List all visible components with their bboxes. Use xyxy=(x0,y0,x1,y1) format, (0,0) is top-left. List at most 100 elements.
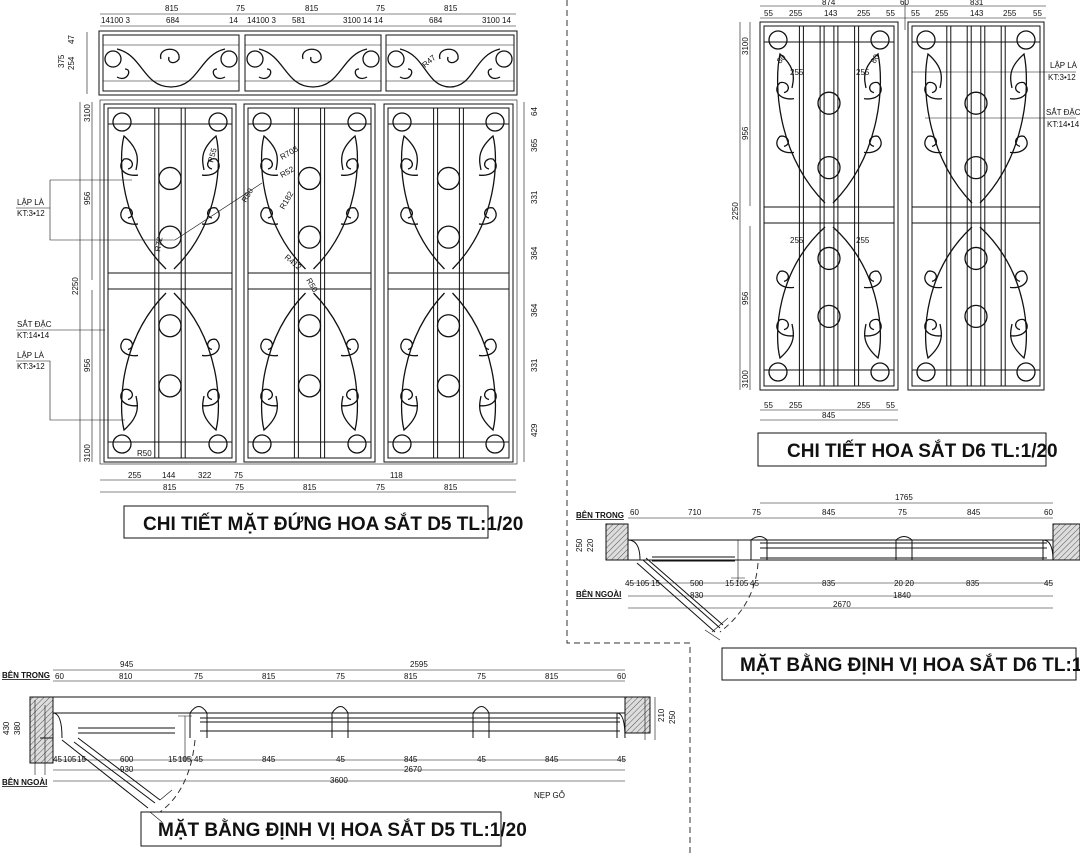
dim: 255 xyxy=(790,68,804,77)
ornament-circle xyxy=(392,434,412,454)
ornament-circle xyxy=(112,434,132,454)
dim: 210 xyxy=(657,708,666,722)
radius-label: R72 xyxy=(153,236,165,253)
door-inner-frame xyxy=(387,107,510,459)
ornament-circle xyxy=(870,30,890,50)
dim: 60 xyxy=(617,672,626,681)
spiral-scroll xyxy=(340,158,359,176)
dim: 3600 xyxy=(330,776,348,785)
label-sat-dac-size: KT:14•14 xyxy=(17,331,50,340)
title-d5-plan: MẶT BẰNG ĐỊNH VỊ HOA SẮT D5 TL:1/20 xyxy=(158,819,527,841)
dim: 2250 xyxy=(71,277,80,295)
dim: 945 xyxy=(120,660,134,669)
label-nep-go: NẸP GỖ xyxy=(534,791,565,800)
spiral-scroll xyxy=(399,68,413,80)
spiral-scroll xyxy=(776,318,795,337)
door-inner-frame xyxy=(247,107,372,459)
ornament-circle xyxy=(817,155,841,180)
wall-left xyxy=(29,696,54,764)
spiral-scroll xyxy=(160,48,180,64)
grille-rails xyxy=(628,539,1053,562)
dim: 3100 14 xyxy=(482,16,511,25)
dim: 75 xyxy=(194,672,203,681)
ornament-circle xyxy=(916,30,936,50)
transom-scroll xyxy=(116,48,226,88)
d5-elevation-drawing: 815 75 815 75 815 14100 3 684 14 14100 3… xyxy=(16,4,539,539)
dim: 45 xyxy=(194,755,203,764)
dim: 581 xyxy=(292,16,306,25)
ornament-circle xyxy=(870,362,890,382)
radius-label: R50 xyxy=(137,449,152,458)
spiral-scroll xyxy=(924,81,943,100)
transom-frame xyxy=(102,34,240,92)
dim: 75 xyxy=(376,4,385,13)
dim: 956 xyxy=(741,291,750,305)
dim: 55 xyxy=(886,401,895,410)
dim: 845 xyxy=(404,755,418,764)
dimension-lines xyxy=(34,669,656,782)
dim: 710 xyxy=(688,508,702,517)
title-box xyxy=(123,505,489,539)
leaf-scroll xyxy=(120,292,167,432)
spiral-scroll xyxy=(439,48,459,64)
dim: 105 xyxy=(735,579,749,588)
dim: 105 xyxy=(636,579,650,588)
transom-frame xyxy=(385,34,515,92)
dim: 45 xyxy=(625,579,634,588)
dim: 45 xyxy=(1044,579,1053,588)
dim: 815 xyxy=(305,4,319,13)
dim: 364 xyxy=(530,303,539,317)
label-lap-la-size: KT:3•12 xyxy=(17,209,45,218)
dim: 815 xyxy=(444,4,458,13)
dim: 845 xyxy=(822,508,836,517)
transom-frame xyxy=(244,34,382,92)
ornament-circle xyxy=(387,50,405,68)
dim: 75 xyxy=(234,471,243,480)
dimension-lines xyxy=(79,13,525,493)
dim: 1840 xyxy=(893,591,911,600)
dim: 831 xyxy=(970,0,984,7)
dim: 684 xyxy=(429,16,443,25)
leaf-scroll xyxy=(776,226,826,360)
leaf-scroll xyxy=(173,134,220,270)
ornament-circle xyxy=(297,314,322,338)
title-d6-plan: MẶT BẰNG ĐỊNH VỊ HOA SẮT D6 TL:1/20 xyxy=(740,654,1080,676)
ornament-circle xyxy=(964,155,988,180)
dim: 220 xyxy=(586,538,595,552)
label-ben-trong: BÊN TRONG xyxy=(2,671,50,680)
leaf-scroll xyxy=(832,52,882,204)
dim: 75 xyxy=(336,672,345,681)
dim: 60 xyxy=(1044,508,1053,517)
radius-label: R55 xyxy=(206,146,219,163)
dim: 55 xyxy=(911,9,920,18)
dim: 429 xyxy=(530,423,539,437)
leader-lines xyxy=(912,71,1076,119)
spiral-scroll xyxy=(1009,318,1028,337)
label-lap-la: LẬP LÀ xyxy=(17,351,45,360)
spiral-scroll xyxy=(400,338,419,357)
dim: 2250 xyxy=(731,202,740,220)
ornament-circle xyxy=(436,225,461,249)
spiral-scroll xyxy=(400,388,419,407)
dim: 14 xyxy=(229,16,238,25)
dim: 815 xyxy=(262,672,276,681)
ornament-circle xyxy=(817,91,841,115)
posts xyxy=(627,536,1054,561)
dim: 3100 xyxy=(83,104,92,122)
dim: 250 xyxy=(575,538,584,552)
dim: 14100 3 xyxy=(247,16,276,25)
ornament-circle xyxy=(485,434,505,454)
ornament-circle xyxy=(817,246,841,271)
dim: 255 xyxy=(128,471,142,480)
title-box xyxy=(721,647,1077,681)
ornament-circle xyxy=(964,246,988,271)
dim: 255 xyxy=(935,9,949,18)
dim: 255 xyxy=(857,401,871,410)
swing-leaf xyxy=(61,737,161,809)
swing-arc xyxy=(719,562,759,633)
dim: 2595 xyxy=(410,660,428,669)
dim: 45 xyxy=(477,755,486,764)
dim: 956 xyxy=(83,358,92,372)
spiral-scroll xyxy=(478,338,497,357)
dim: 845 xyxy=(967,508,981,517)
